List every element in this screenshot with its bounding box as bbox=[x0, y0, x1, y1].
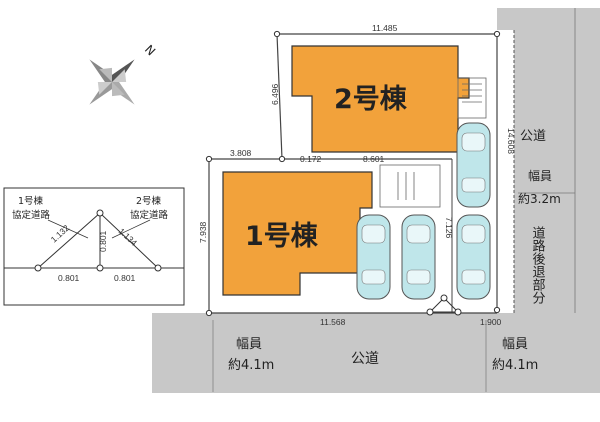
east-road-label: 公道 bbox=[520, 129, 546, 144]
inset-base-left: 0.801 bbox=[58, 273, 80, 283]
lot2-left-boundary bbox=[276, 33, 283, 160]
dim-lot1-top-left: 3.808 bbox=[230, 148, 252, 158]
dim-lot1-top-right: 8.601 bbox=[363, 154, 385, 164]
compass-rose-icon bbox=[89, 59, 135, 105]
inset-dim-mid: 0.801 bbox=[98, 230, 108, 252]
setback-label: 道路後退部分 bbox=[530, 226, 546, 305]
south-width-label: 幅員 bbox=[236, 337, 262, 352]
south-width-value: 約4.1m bbox=[228, 358, 274, 373]
east-width-label: 幅員 bbox=[528, 168, 552, 183]
compass-north-label: N bbox=[142, 42, 158, 58]
inset-base-right: 0.801 bbox=[114, 273, 136, 283]
building-1-label: 1号棟 bbox=[245, 221, 319, 252]
south-right-width-label: 幅員 bbox=[502, 337, 528, 352]
dim-corner-small: 1.900 bbox=[480, 317, 502, 327]
inset-b2-sub: 協定道路 bbox=[130, 209, 169, 221]
entrance-2 bbox=[457, 77, 487, 119]
building-2-label: 2号棟 bbox=[334, 84, 408, 115]
dim-lot2-top: 11.485 bbox=[372, 23, 398, 33]
south-road-label: 公道 bbox=[351, 351, 379, 367]
car-4 bbox=[456, 122, 491, 208]
boundary-points bbox=[205, 30, 501, 317]
south-right-width-value: 約4.1m bbox=[492, 358, 538, 373]
dim-lot1-left: 7.938 bbox=[198, 221, 208, 243]
dim-lot2-right: 14.608 bbox=[506, 128, 516, 154]
inset-b1-sub: 協定道路 bbox=[12, 209, 51, 221]
car-1 bbox=[356, 214, 391, 300]
inset-frame bbox=[3, 187, 185, 306]
entrance-1 bbox=[379, 164, 441, 208]
east-width-value: 約3.2m bbox=[518, 191, 561, 206]
east-road-white-strip bbox=[497, 30, 514, 313]
inset-points bbox=[34, 209, 162, 272]
dim-lot1-bottom: 11.568 bbox=[320, 317, 346, 327]
inset-b2-label: 2号棟 bbox=[136, 195, 162, 207]
car-2 bbox=[401, 214, 436, 300]
car-3 bbox=[456, 214, 491, 300]
dim-lot2-left: 6.496 bbox=[270, 83, 280, 105]
dim-lot1-right: 7.126 bbox=[444, 217, 454, 239]
corner-triangle-mark bbox=[426, 294, 462, 316]
south-road bbox=[152, 313, 600, 393]
inset-b1-label: 1号棟 bbox=[18, 195, 44, 207]
dim-lot1-top-mid: 0.172 bbox=[300, 154, 322, 164]
